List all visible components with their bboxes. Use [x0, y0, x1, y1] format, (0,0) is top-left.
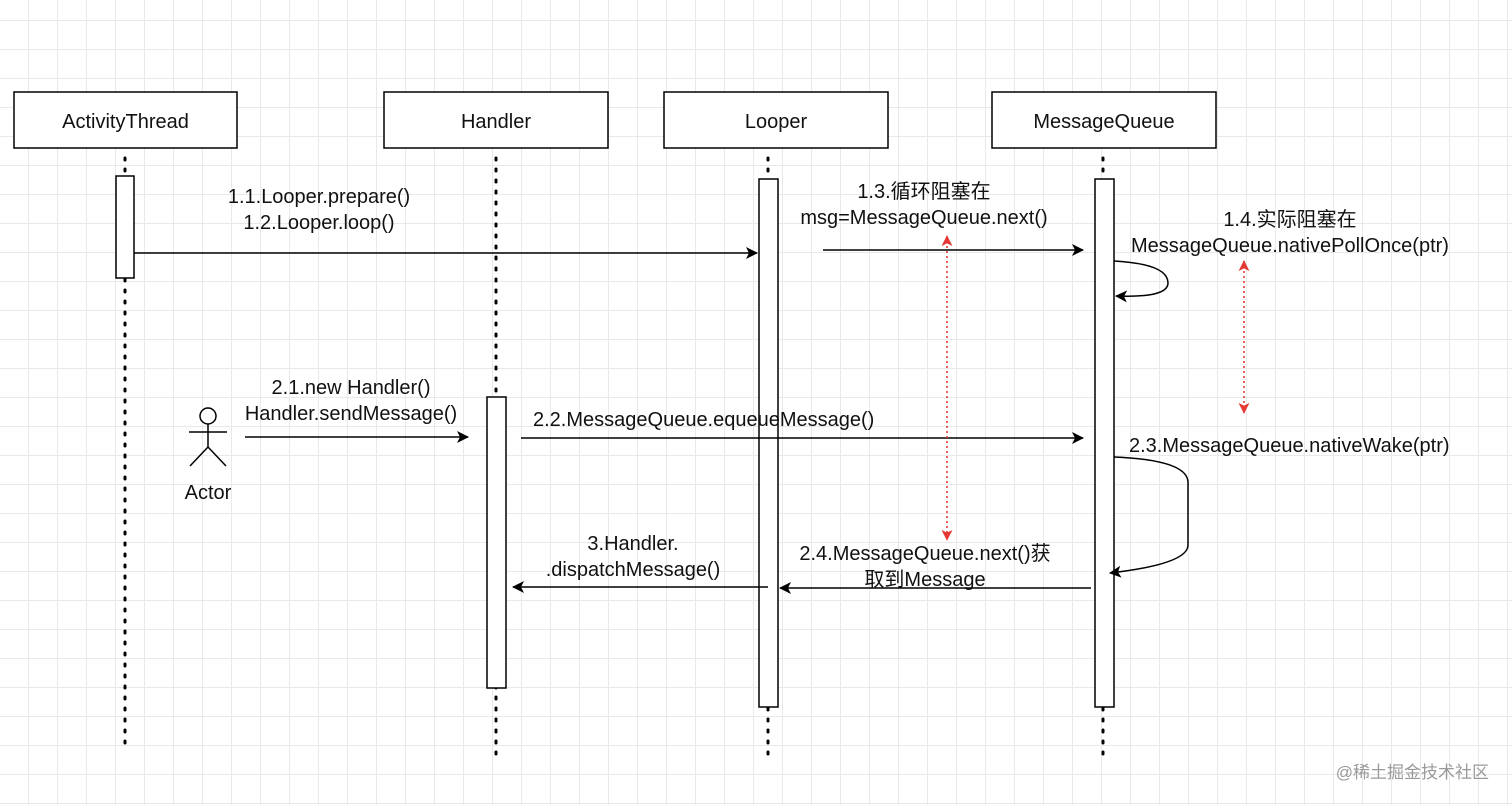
participant-activity-thread[interactable]: ActivityThread — [13, 91, 238, 149]
message-label-1-4-a: 1.4.实际阻塞在 — [1223, 208, 1356, 231]
message-label-2-2: 2.2.MessageQueue.equeueMessage() — [533, 409, 874, 431]
message-label-1-2: 1.2.Looper.loop() — [243, 212, 394, 234]
self-call-arrow-native-poll-once[interactable] — [1113, 260, 1169, 303]
message-label-1-3-a: 1.3.循环阻塞在 — [857, 180, 990, 203]
actor-left-leg — [189, 446, 209, 467]
participant-label: Handler — [461, 111, 531, 133]
message-label-1-4-b: MessageQueue.nativePollOnce(ptr) — [1131, 235, 1449, 257]
message-label-2-4-b: 取到Message — [864, 568, 985, 591]
participant-looper[interactable]: Looper — [663, 91, 889, 149]
participant-handler[interactable]: Handler — [383, 91, 609, 149]
message-label-3-b: .dispatchMessage() — [546, 559, 721, 581]
actor-figure[interactable] — [189, 407, 227, 467]
message-label-2-1-a: 2.1.new Handler() — [272, 377, 431, 399]
message-label-2-4-a: 2.4.MessageQueue.next()获 — [799, 542, 1050, 565]
activation-bar-message-queue[interactable] — [1094, 178, 1115, 708]
actor-right-leg — [207, 446, 227, 467]
actor-label: Actor — [185, 482, 232, 504]
participant-label: MessageQueue — [1033, 111, 1174, 133]
actor-head — [199, 407, 217, 425]
activation-bar-looper[interactable] — [758, 178, 779, 708]
message-label-1-3-b: msg=MessageQueue.next() — [800, 207, 1047, 229]
message-label-2-1-b: Handler.sendMessage() — [245, 403, 457, 425]
message-label-3-a: 3.Handler. — [587, 533, 678, 555]
message-label-2-3: 2.3.MessageQueue.nativeWake(ptr) — [1129, 435, 1450, 457]
participant-message-queue[interactable]: MessageQueue — [991, 91, 1217, 149]
activation-bar-activity-thread[interactable] — [115, 175, 135, 279]
participant-label: Looper — [745, 111, 808, 133]
watermark: @稀土掘金技术社区 — [1336, 763, 1489, 782]
participant-label: ActivityThread — [62, 111, 189, 133]
message-label-1-1: 1.1.Looper.prepare() — [228, 186, 410, 208]
self-call-arrow-native-wake[interactable] — [1109, 456, 1189, 578]
activation-bar-handler[interactable] — [486, 396, 507, 689]
